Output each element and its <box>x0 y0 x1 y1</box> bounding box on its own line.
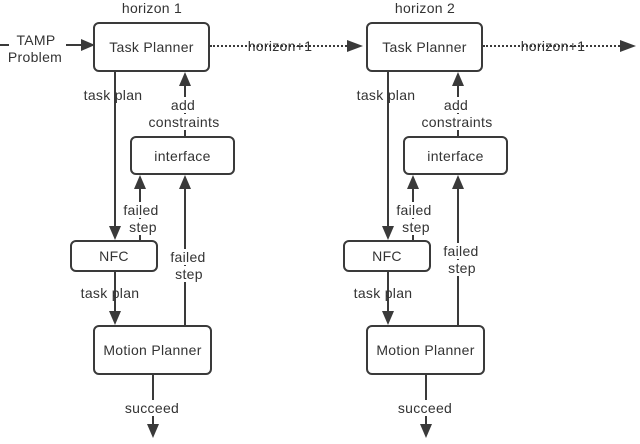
motion-planner-box: Motion Planner <box>366 325 485 375</box>
failed-step-right-arrowhead-icon <box>179 175 191 189</box>
task-plan-lower-edge <box>114 272 116 313</box>
interface-label: interface <box>427 147 484 164</box>
task-plan-edge <box>387 72 389 228</box>
next-horizon-label: horizon+1 <box>520 38 586 54</box>
next-horizon-label: horizon+1 <box>247 38 313 54</box>
horizon-column-1: horizon 1 Task Planner horizon+1 task pl… <box>70 0 363 438</box>
failed-step-left-label-line1: failed <box>393 202 435 218</box>
nfc-box: NFC <box>343 240 431 272</box>
succeed-label: succeed <box>121 400 183 416</box>
failed-step-left-arrowhead-icon <box>407 175 419 189</box>
input-arrowhead-icon <box>81 39 95 51</box>
interface-label: interface <box>154 147 211 164</box>
nfc-label: NFC <box>99 248 129 264</box>
task-plan-lower-label: task plan <box>353 285 413 301</box>
failed-step-right-label-line2: step <box>445 260 479 276</box>
task-plan-arrowhead-icon <box>382 226 394 240</box>
task-plan-lower-arrowhead-icon <box>382 311 394 325</box>
task-plan-lower-arrowhead-icon <box>109 311 121 325</box>
failed-step-right-arrowhead-icon <box>452 175 464 189</box>
add-constraints-label-line1: add <box>440 97 472 113</box>
next-horizon-dotted-edge <box>483 45 620 47</box>
task-plan-upper-label: task plan <box>83 87 143 103</box>
failed-step-left-label-line2: step <box>399 219 433 235</box>
nfc-box: NFC <box>70 240 158 272</box>
task-planner-label: Task Planner <box>382 39 467 55</box>
add-constraints-arrowhead-icon <box>452 72 464 86</box>
task-plan-lower-edge <box>387 272 389 313</box>
failed-step-right-label-line1: failed <box>440 243 482 259</box>
failed-step-left-label-line2: step <box>126 219 160 235</box>
failed-step-left-label-line1: failed <box>120 202 162 218</box>
input-label-line2: Problem <box>7 49 63 65</box>
failed-step-right-label-line1: failed <box>167 249 209 265</box>
horizon-title: horizon 1 <box>121 0 183 16</box>
input-label-line1: TAMP <box>16 32 56 48</box>
add-constraints-arrowhead-icon <box>179 72 191 86</box>
succeed-arrowhead-icon <box>420 424 432 438</box>
add-constraints-label-line2: constraints <box>145 114 223 130</box>
motion-planner-label: Motion Planner <box>376 342 475 358</box>
motion-planner-box: Motion Planner <box>93 325 212 375</box>
succeed-arrowhead-icon <box>147 424 159 438</box>
input-edge-stub <box>0 44 9 46</box>
input-edge <box>66 44 82 46</box>
interface-box: interface <box>403 136 508 175</box>
horizon-column-2: horizon 2 Task Planner horizon+1 task pl… <box>273 0 640 444</box>
next-horizon-arrowhead-icon <box>620 40 636 52</box>
next-horizon-dotted-edge <box>210 45 347 47</box>
add-constraints-label-line2: constraints <box>418 114 496 130</box>
motion-planner-label: Motion Planner <box>103 342 202 358</box>
task-planner-label: Task Planner <box>109 39 194 55</box>
failed-step-right-label-line2: step <box>172 266 206 282</box>
task-plan-upper-label: task plan <box>356 87 416 103</box>
interface-box: interface <box>130 136 235 175</box>
task-plan-lower-label: task plan <box>80 285 140 301</box>
succeed-label: succeed <box>394 400 456 416</box>
task-plan-arrowhead-icon <box>109 226 121 240</box>
task-planner-box: Task Planner <box>366 22 483 72</box>
task-plan-edge <box>114 72 116 228</box>
horizon-title: horizon 2 <box>394 0 456 16</box>
next-horizon-arrowhead-icon <box>347 40 363 52</box>
task-planner-box: Task Planner <box>93 22 210 72</box>
add-constraints-label-line1: add <box>167 97 199 113</box>
nfc-label: NFC <box>372 248 402 264</box>
failed-step-left-arrowhead-icon <box>134 175 146 189</box>
